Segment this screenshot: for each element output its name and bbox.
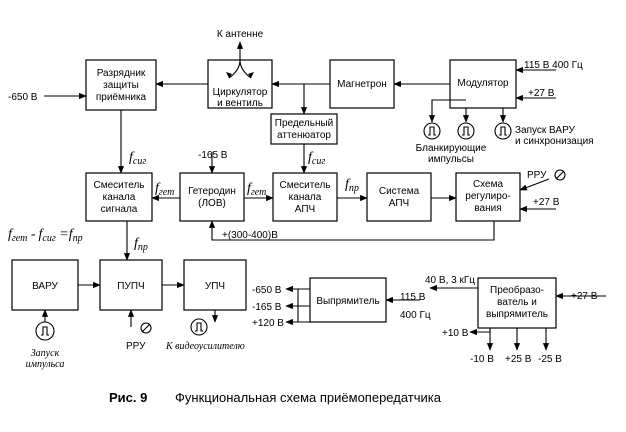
caption-text: Функциональная схема приёмопередатчика	[175, 390, 442, 405]
plus27-modulator-label: +27 В	[528, 88, 555, 99]
f-sig-label: fсиг	[129, 150, 146, 167]
svg-text:ВАРУ: ВАРУ	[32, 281, 58, 292]
blanking-pulse-icon-1	[423, 122, 441, 140]
modulator-block: Модулятор	[449, 59, 517, 109]
local-oscillator-block: Гетеродин(ЛОВ)	[179, 172, 245, 222]
out-minus650-label: -650 В	[252, 285, 282, 296]
start-pulse-icon	[35, 321, 55, 341]
svg-text:УПЧ: УПЧ	[205, 281, 225, 292]
v300-400-label: +(300-400)В	[222, 230, 278, 241]
rectifier-block: Выпрямитель	[309, 277, 387, 323]
magnetron-block: Магнетрон	[329, 59, 395, 109]
caption-number: Рис. 9	[109, 390, 147, 405]
connections	[41, 41, 606, 351]
minus650-label: -650 В	[8, 92, 38, 103]
svg-text:Модулятор: Модулятор	[457, 78, 509, 89]
in-115-label: 115 В	[400, 292, 426, 303]
blanking-pulse-icon-2	[457, 122, 475, 140]
v115-400-label: 115 В 400 Гц	[524, 60, 583, 71]
f-pr-label-1: fпр	[345, 177, 359, 194]
antenna-label: К антенне	[217, 29, 264, 40]
f-sig-label-2: fсиг	[308, 150, 325, 167]
plus10-label: +10 В	[442, 328, 469, 339]
in-400hz-label: 400 Гц	[400, 310, 431, 321]
frequency-equation: fгет -fсиг =fпр	[8, 227, 83, 244]
f-get-label-2: fгет	[247, 181, 266, 198]
plus27-regulator-label: +27 В	[533, 197, 560, 208]
out-minus25-label: -25 В	[538, 354, 562, 365]
varu-block: ВАРУ	[11, 259, 79, 311]
rru-bottom-label: РРУ	[126, 341, 146, 352]
out-plus120-label: +120 В	[252, 318, 284, 329]
svg-text:Выпрямитель: Выпрямитель	[316, 296, 379, 307]
pupch-block: ПУПЧ	[99, 259, 163, 311]
svg-text:ПУПЧ: ПУПЧ	[117, 281, 144, 292]
f-get-label-1: fгет	[155, 181, 174, 198]
out-minus10-label: -10 В	[470, 354, 494, 365]
rru-knob-icon-top	[554, 169, 566, 181]
rru-top-label: РРУ	[527, 170, 547, 181]
minus165-label: -165 В	[198, 150, 228, 161]
to-video-label: К видеоусилителю	[165, 341, 245, 352]
svg-text:Гетеродин(ЛОВ): Гетеродин(ЛОВ)	[188, 186, 236, 209]
rru-knob-icon-bottom	[140, 322, 152, 334]
plus27-converter-label: +27 В	[571, 291, 598, 302]
f-pr-label-2: fпр	[134, 236, 148, 253]
sync-pulse-icon	[494, 122, 512, 140]
upch-block: УПЧ	[183, 259, 247, 311]
video-pulse-icon	[190, 318, 208, 336]
svg-text:Магнетрон: Магнетрон	[337, 79, 387, 90]
out-plus25-label: +25 В	[505, 354, 532, 365]
v40-3k-label: 40 В, 3 кГц	[425, 275, 475, 286]
out-minus165-label: -165 В	[252, 302, 282, 313]
